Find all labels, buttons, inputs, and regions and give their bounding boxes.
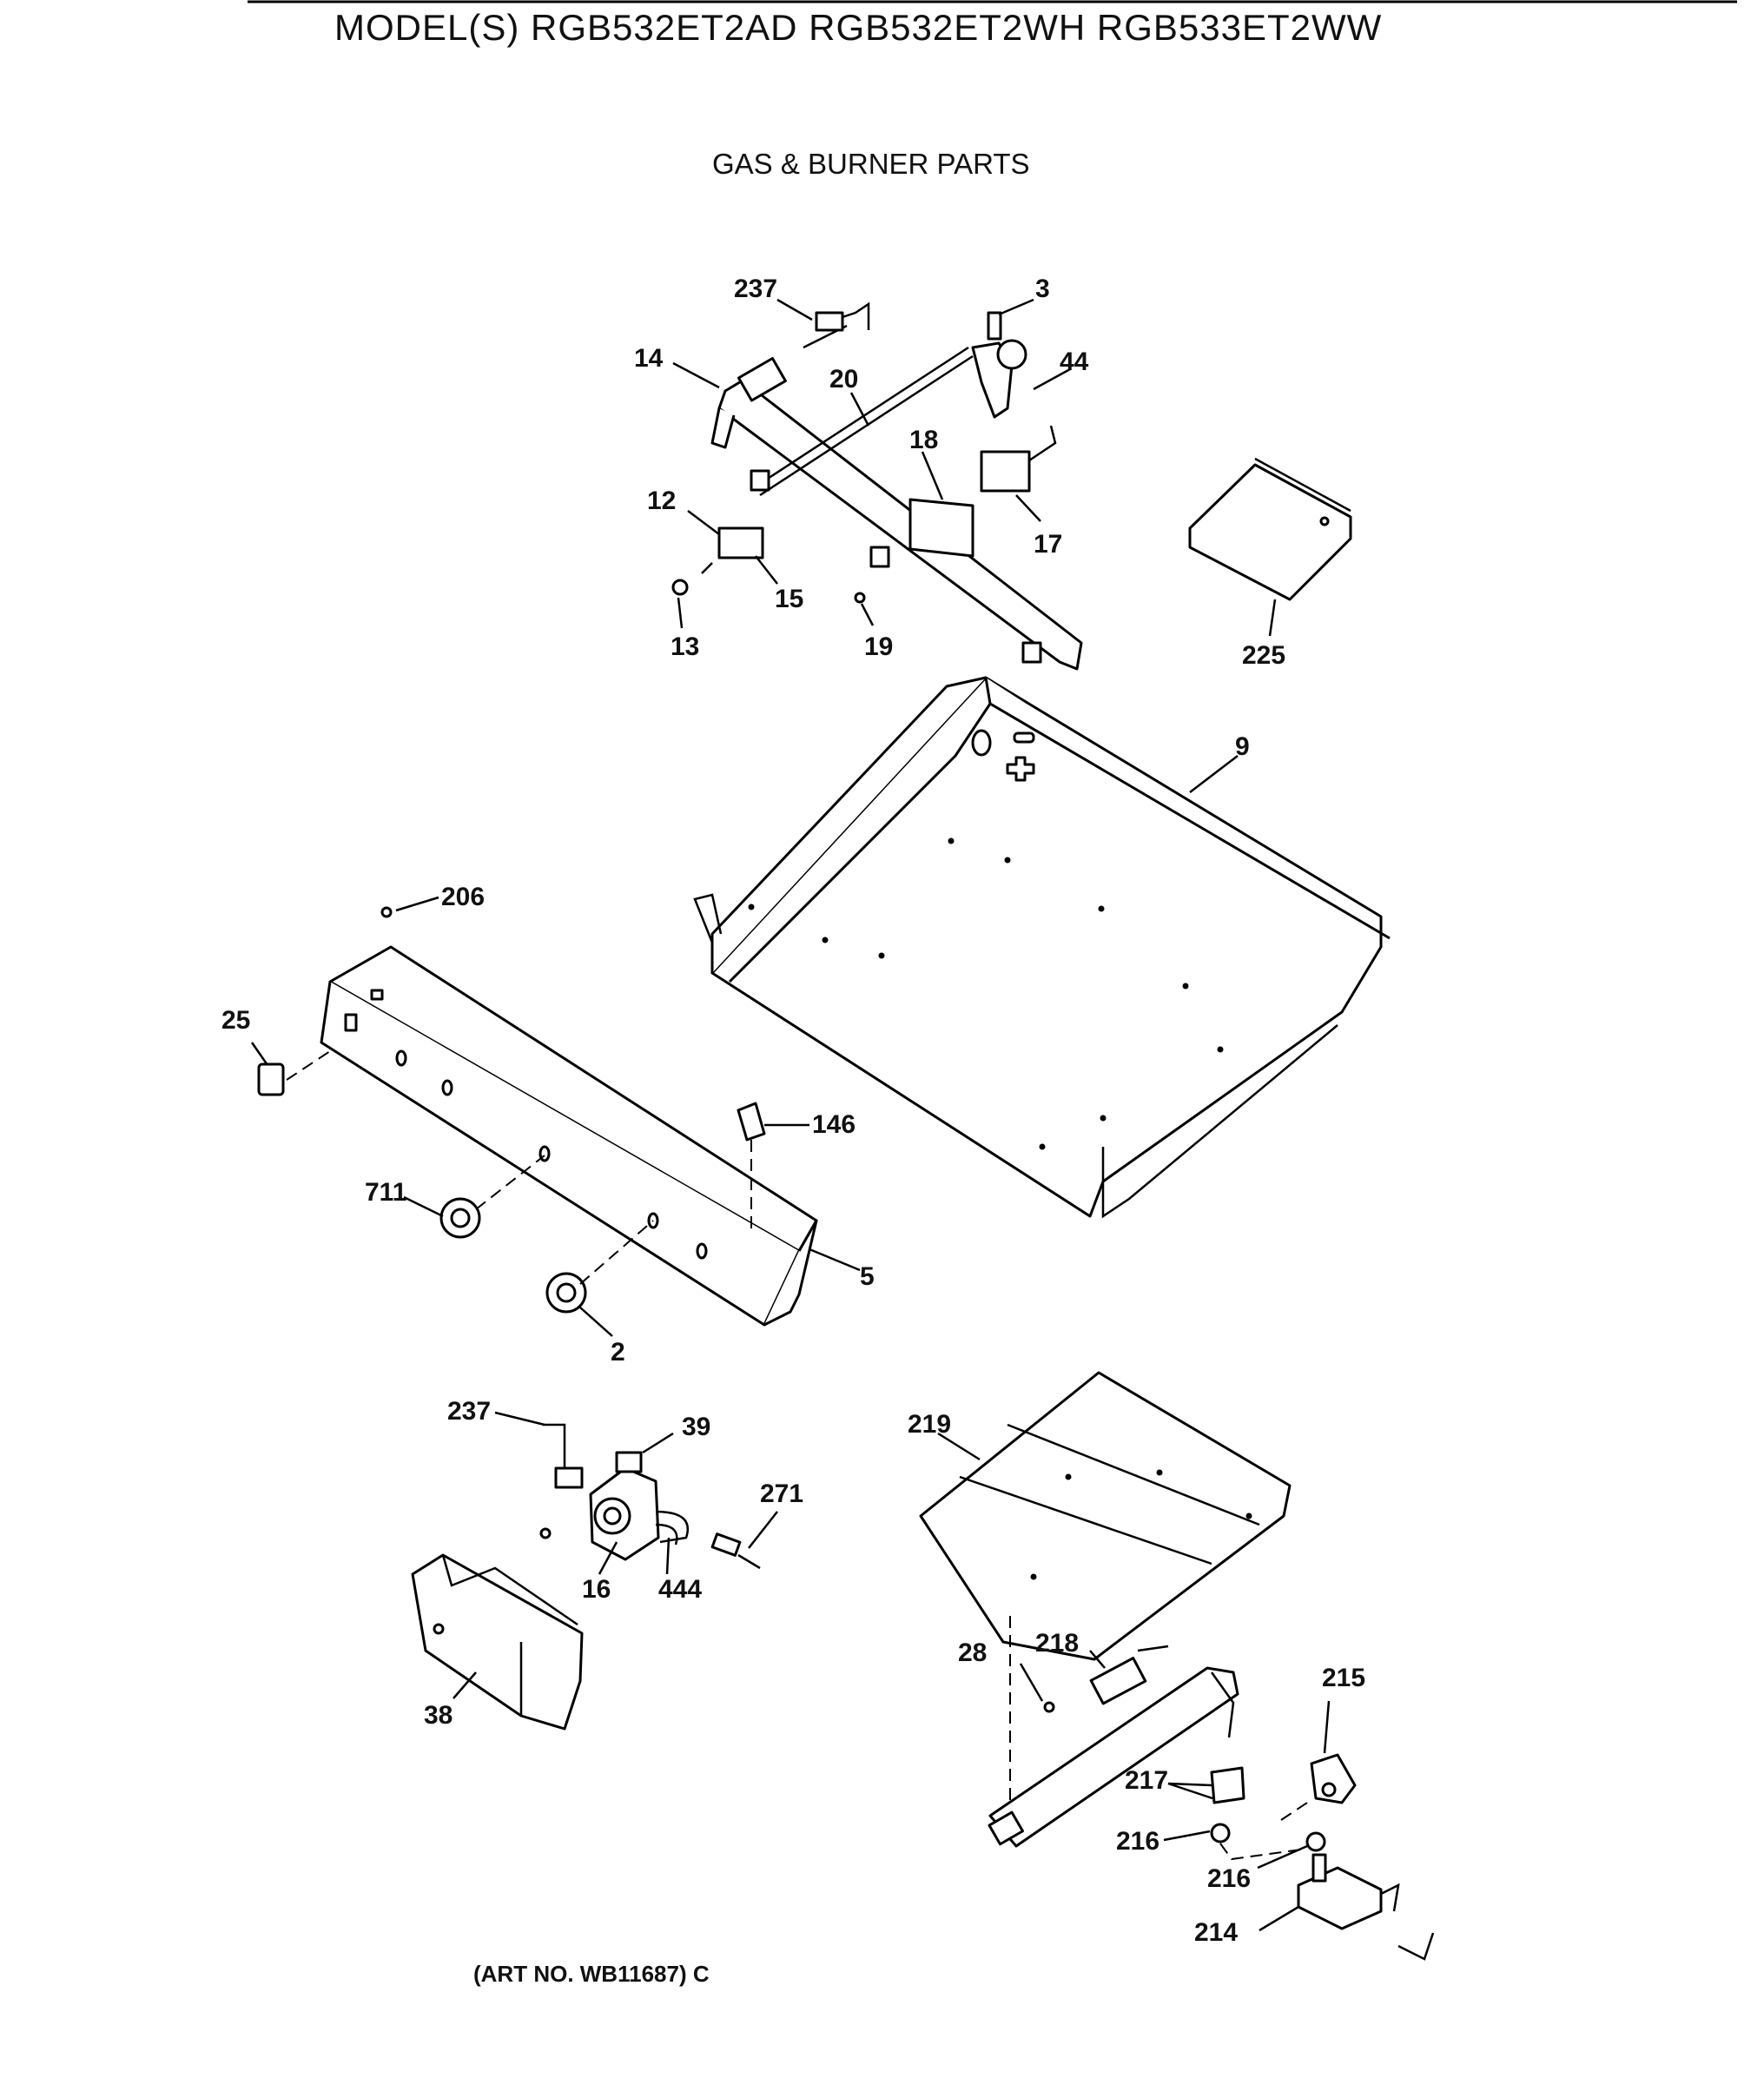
callout-711: 711 <box>365 1178 407 1207</box>
igniter-218 <box>1089 1645 1169 1705</box>
bracket-215 <box>1310 1753 1357 1804</box>
callout-217: 217 <box>1125 1766 1169 1795</box>
callout-225: 225 <box>1242 641 1286 670</box>
callout-444: 444 <box>658 1575 703 1604</box>
manifold-panel-5 <box>320 945 818 1327</box>
callout-13: 13 <box>671 632 700 661</box>
nut-13 <box>671 579 689 596</box>
callout-38: 38 <box>424 1701 453 1730</box>
callout-237-lower: 237 <box>447 1397 492 1426</box>
screw-valve <box>539 1527 552 1539</box>
callout-3: 3 <box>1035 275 1050 303</box>
washer-216b <box>1305 1831 1326 1852</box>
screw-19 <box>854 592 866 604</box>
callout-9: 9 <box>1235 732 1250 761</box>
washer-216a <box>1210 1823 1231 1843</box>
callout-17: 17 <box>1034 530 1063 559</box>
diagram-model-title: MODEL(S) RGB532ET2AD RGB532ET2WH RGB533E… <box>334 7 1383 48</box>
heat-shield-225 <box>1188 457 1352 601</box>
callout-216-right: 216 <box>1207 1864 1252 1893</box>
callout-271: 271 <box>760 1479 804 1508</box>
safety-valve-214 <box>1297 1853 1435 1961</box>
callout-18: 18 <box>909 426 939 454</box>
callout-218: 218 <box>1035 1629 1080 1658</box>
bracket-18 <box>908 498 974 558</box>
callout-219: 219 <box>908 1410 952 1439</box>
clip-brackets <box>750 469 1042 664</box>
callout-215: 215 <box>1322 1664 1366 1692</box>
callout-12: 12 <box>647 486 677 515</box>
valve-12 <box>701 526 764 574</box>
callout-44: 44 <box>1060 348 1089 376</box>
callout-39: 39 <box>682 1413 711 1441</box>
switch-17 <box>980 425 1057 493</box>
callout-216-left: 216 <box>1116 1827 1160 1856</box>
callout-206: 206 <box>441 883 486 911</box>
leader-lines <box>250 298 1331 1932</box>
callout-16: 16 <box>582 1575 611 1604</box>
callout-237-top: 237 <box>734 275 778 303</box>
callout-2: 2 <box>611 1338 625 1367</box>
oven-burner-tube <box>988 1666 1239 1848</box>
knob-711 <box>439 1197 481 1239</box>
fitting-237-top <box>803 301 870 349</box>
art-number: (ART NO. WB11687) C <box>473 1961 710 1987</box>
callout-214: 214 <box>1194 1918 1239 1947</box>
tube-444 <box>655 1510 689 1546</box>
callout-146: 146 <box>812 1110 856 1139</box>
fitting-237-lower <box>543 1423 584 1489</box>
knob-2 <box>545 1272 587 1314</box>
callout-14: 14 <box>634 344 664 373</box>
callout-28: 28 <box>958 1638 988 1667</box>
diagram-section-title: GAS & BURNER PARTS <box>712 148 1030 180</box>
burner-box-9 <box>693 676 1391 1219</box>
manifold-pipe <box>710 357 1083 671</box>
clip-25 <box>257 1062 285 1096</box>
clip-146 <box>737 1102 766 1142</box>
spreader-217 <box>1210 1766 1245 1804</box>
callout-25: 25 <box>221 1006 251 1035</box>
callout-19: 19 <box>864 632 894 661</box>
screw-206 <box>380 906 393 918</box>
callout-5: 5 <box>860 1262 875 1291</box>
baffle-219 <box>919 1371 1292 1661</box>
screw-28 <box>1043 1701 1055 1713</box>
gas-tube-20 <box>755 346 974 497</box>
pilot-271 <box>710 1532 761 1570</box>
thermostat-valve-16 <box>589 1451 660 1561</box>
callout-15: 15 <box>775 585 804 613</box>
orifice-holder-3 <box>971 311 1027 419</box>
bracket-38 <box>411 1553 584 1731</box>
callout-20: 20 <box>829 365 859 394</box>
